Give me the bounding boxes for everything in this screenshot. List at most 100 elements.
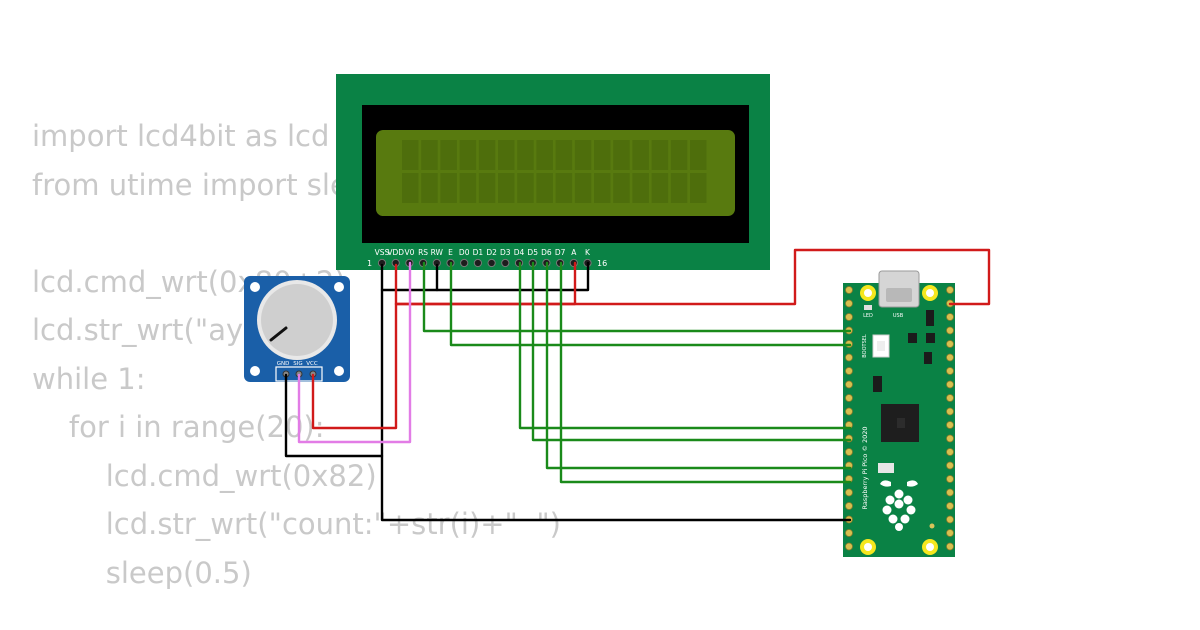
pot-pin-label-sig: SIG	[293, 361, 302, 367]
pico-pin[interactable]	[845, 286, 853, 294]
mounting-hole	[860, 539, 876, 555]
lcd-pin-first-number: 1	[367, 259, 372, 268]
lcd-char-cell	[690, 173, 707, 203]
lcd-char-cell	[440, 140, 457, 170]
lcd-char-cell	[651, 173, 669, 203]
pico-pin[interactable]	[946, 448, 954, 456]
mounting-hole	[334, 282, 344, 292]
pico-pin[interactable]	[946, 542, 954, 551]
wire-pot-sig-to-v0[interactable]	[297, 261, 412, 444]
pico-pin[interactable]	[946, 529, 954, 537]
usb-label: USB	[893, 313, 904, 319]
test-point	[929, 523, 935, 529]
smd-component	[873, 376, 882, 392]
smd-component	[926, 310, 934, 326]
pico-pin[interactable]	[946, 461, 954, 470]
lcd-pin-d3[interactable]	[501, 258, 510, 268]
pico-pin[interactable]	[946, 421, 954, 429]
pico-pin[interactable]	[845, 313, 853, 321]
knob[interactable]	[261, 284, 333, 356]
pico-pin[interactable]	[946, 313, 954, 321]
lcd-pin-label: D4	[514, 248, 525, 257]
lcd-char-cell	[498, 173, 515, 203]
lcd-pin-label: D3	[500, 248, 511, 257]
lcd-char-cell	[478, 173, 496, 203]
wire-gnd-rw-k[interactable]	[380, 261, 590, 292]
wire-d4[interactable]	[518, 261, 852, 430]
lcd-pin-d0[interactable]	[460, 258, 469, 268]
pico-pin[interactable]	[946, 380, 954, 389]
wire-gnd-to-pico[interactable]	[380, 288, 852, 522]
bootsel-button-cap	[877, 341, 885, 351]
pico-pin[interactable]	[845, 353, 853, 362]
pico-pin[interactable]	[946, 340, 954, 348]
lcd-char-cell	[536, 140, 553, 170]
pico-pin[interactable]	[946, 394, 954, 402]
wire-vdd-to-pico-vbus[interactable]	[394, 248, 991, 306]
pico-pin[interactable]	[845, 529, 853, 537]
mounting-hole	[922, 285, 938, 301]
lcd-pin-header	[377, 258, 592, 268]
potentiometer-module[interactable]: GND SIG VCC	[244, 276, 350, 382]
pico-pin[interactable]	[946, 367, 954, 375]
pico-pin[interactable]	[946, 475, 954, 483]
pico-pin[interactable]	[845, 299, 853, 308]
lcd-char-cell	[517, 140, 534, 170]
wire-d7[interactable]	[559, 261, 852, 484]
lcd-pin-label: K	[585, 248, 591, 257]
lcd-char-cell	[613, 173, 630, 203]
bootsel-label: BOOTSEL	[862, 334, 868, 358]
lcd-char-cell	[574, 173, 592, 203]
pico-pin[interactable]	[845, 488, 853, 497]
pico-pin[interactable]	[845, 367, 853, 375]
lcd-pin-label: D1	[473, 248, 484, 257]
pico-pin-column-right	[946, 286, 954, 551]
lcd-char-cell	[478, 140, 496, 170]
smd-component	[924, 352, 932, 364]
lcd-char-cell	[670, 173, 688, 203]
wire-d6[interactable]	[545, 261, 852, 470]
smd-component	[926, 333, 935, 343]
wire-e[interactable]	[449, 261, 852, 347]
wire-pot-vcc[interactable]	[311, 302, 398, 430]
code-line: while 1:	[32, 361, 146, 396]
raspberry-pi-pico[interactable]: LED USB BOOTSEL Raspberry Pi Pico © 2020	[843, 270, 955, 557]
lcd-pin-label: E	[448, 248, 453, 257]
code-line: lcd.cmd_wrt(0x82)	[32, 458, 377, 493]
lcd-char-cell	[594, 173, 611, 203]
crystal	[878, 463, 894, 473]
pico-silkscreen: Raspberry Pi Pico © 2020	[861, 426, 869, 509]
wire-pot-gnd[interactable]	[284, 373, 384, 458]
lcd-char-cell	[555, 140, 573, 170]
lcd-char-cell	[498, 140, 515, 170]
pico-pin[interactable]	[946, 353, 954, 362]
pico-pin[interactable]	[946, 434, 954, 443]
pico-pin[interactable]	[845, 542, 853, 551]
lcd-char-cell	[402, 173, 419, 203]
pico-pin[interactable]	[946, 407, 954, 416]
lcd-pin-d1[interactable]	[473, 258, 482, 268]
pico-pin[interactable]	[946, 286, 954, 294]
code-line: lcd.str_wrt("count:"+str(i)+" ")	[32, 507, 561, 541]
lcd-char-cell	[670, 140, 688, 170]
wire-d5[interactable]	[531, 261, 852, 442]
lcd-char-cell	[574, 140, 592, 170]
lcd-char-cell	[402, 140, 419, 170]
led-label: LED	[863, 313, 873, 319]
wire-rs[interactable]	[422, 261, 852, 333]
usb-port	[886, 288, 912, 302]
lcd-char-cell	[613, 140, 630, 170]
pico-pin[interactable]	[845, 380, 853, 389]
pico-pin[interactable]	[946, 488, 954, 497]
pico-pin[interactable]	[946, 502, 954, 510]
lcd-pin-d2[interactable]	[487, 258, 496, 268]
pico-pin[interactable]	[845, 407, 853, 416]
lcd-char-cell	[421, 173, 438, 203]
pico-pin[interactable]	[845, 448, 853, 456]
pico-pin[interactable]	[946, 515, 954, 524]
pico-pin[interactable]	[845, 502, 853, 510]
pico-pin[interactable]	[845, 394, 853, 402]
pico-pin[interactable]	[946, 326, 954, 335]
